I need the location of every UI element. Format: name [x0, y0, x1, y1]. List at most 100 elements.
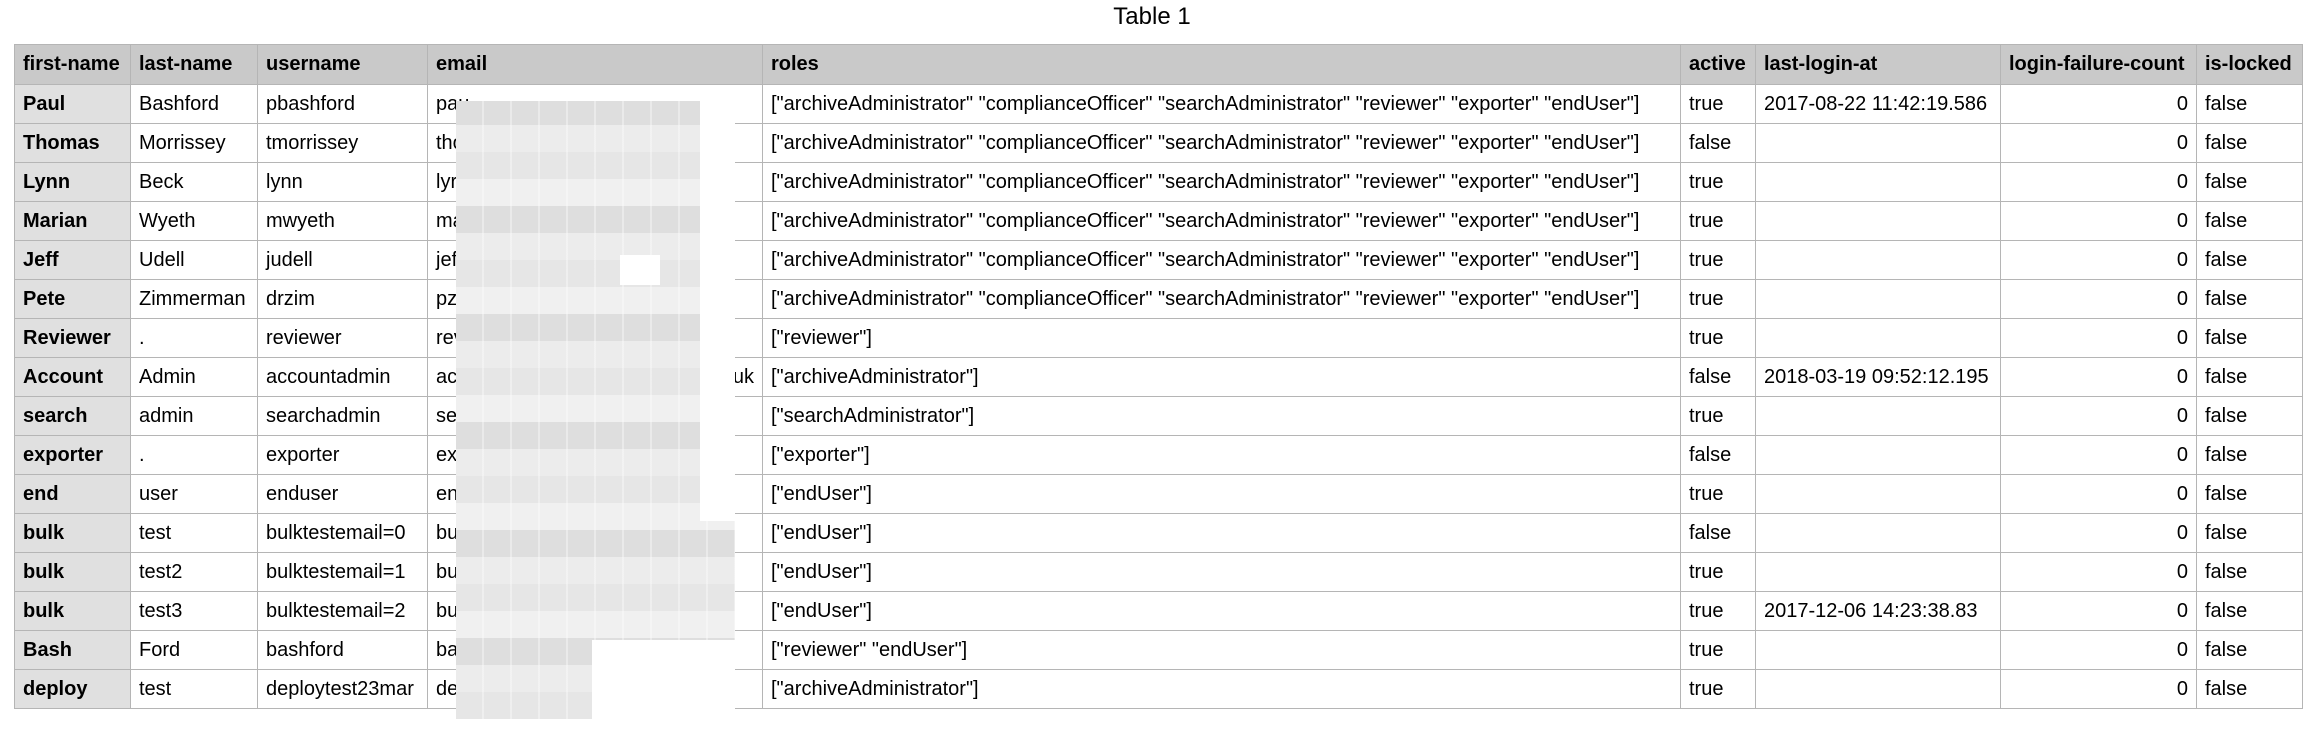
login-failure-count-cell[interactable]: 0	[2000, 123, 2197, 163]
is-locked-cell[interactable]: false	[2196, 84, 2303, 124]
username-cell[interactable]: exporter	[257, 435, 428, 475]
login-failure-count-cell[interactable]: 0	[2000, 396, 2197, 436]
last-login-cell[interactable]	[1755, 123, 2001, 163]
last-name-cell[interactable]: Morrissey	[130, 123, 258, 163]
last-login-cell[interactable]	[1755, 396, 2001, 436]
active-cell[interactable]: false	[1680, 513, 1756, 553]
login-failure-count-cell[interactable]: 0	[2000, 435, 2197, 475]
roles-cell[interactable]: ["archiveAdministrator" "complianceOffic…	[762, 279, 1681, 319]
last-name-cell[interactable]: test2	[130, 552, 258, 592]
username-cell[interactable]: lynn	[257, 162, 428, 202]
roles-cell[interactable]: ["endUser"]	[762, 474, 1681, 514]
active-cell[interactable]: true	[1680, 474, 1756, 514]
active-cell[interactable]: true	[1680, 240, 1756, 280]
last-login-cell[interactable]	[1755, 474, 2001, 514]
username-cell[interactable]: drzim	[257, 279, 428, 319]
is-locked-cell[interactable]: false	[2196, 279, 2303, 319]
first-name-cell[interactable]: deploy	[14, 669, 131, 709]
roles-cell[interactable]: ["reviewer"]	[762, 318, 1681, 358]
login-failure-count-cell[interactable]: 0	[2000, 552, 2197, 592]
first-name-cell[interactable]: Reviewer	[14, 318, 131, 358]
login-failure-count-cell[interactable]: 0	[2000, 162, 2197, 202]
last-name-cell[interactable]: user	[130, 474, 258, 514]
is-locked-cell[interactable]: false	[2196, 123, 2303, 163]
active-cell[interactable]: true	[1680, 552, 1756, 592]
column-header[interactable]: active	[1680, 44, 1756, 85]
last-name-cell[interactable]: test	[130, 669, 258, 709]
first-name-cell[interactable]: bulk	[14, 513, 131, 553]
column-header[interactable]: first-name	[14, 44, 131, 85]
is-locked-cell[interactable]: false	[2196, 318, 2303, 358]
roles-cell[interactable]: ["searchAdministrator"]	[762, 396, 1681, 436]
roles-cell[interactable]: ["archiveAdministrator"]	[762, 669, 1681, 709]
last-name-cell[interactable]: Admin	[130, 357, 258, 397]
is-locked-cell[interactable]: false	[2196, 201, 2303, 241]
active-cell[interactable]: true	[1680, 669, 1756, 709]
roles-cell[interactable]: ["archiveAdministrator" "complianceOffic…	[762, 201, 1681, 241]
username-cell[interactable]: enduser	[257, 474, 428, 514]
last-name-cell[interactable]: .	[130, 318, 258, 358]
is-locked-cell[interactable]: false	[2196, 357, 2303, 397]
last-login-cell[interactable]	[1755, 435, 2001, 475]
roles-cell[interactable]: ["archiveAdministrator" "complianceOffic…	[762, 123, 1681, 163]
username-cell[interactable]: reviewer	[257, 318, 428, 358]
last-name-cell[interactable]: Beck	[130, 162, 258, 202]
login-failure-count-cell[interactable]: 0	[2000, 669, 2197, 709]
roles-cell[interactable]: ["archiveAdministrator"]	[762, 357, 1681, 397]
active-cell[interactable]: false	[1680, 435, 1756, 475]
username-cell[interactable]: bashford	[257, 630, 428, 670]
username-cell[interactable]: accountadmin	[257, 357, 428, 397]
login-failure-count-cell[interactable]: 0	[2000, 513, 2197, 553]
last-login-cell[interactable]	[1755, 201, 2001, 241]
active-cell[interactable]: true	[1680, 279, 1756, 319]
last-name-cell[interactable]: admin	[130, 396, 258, 436]
first-name-cell[interactable]: exporter	[14, 435, 131, 475]
last-login-cell[interactable]	[1755, 669, 2001, 709]
last-name-cell[interactable]: Ford	[130, 630, 258, 670]
username-cell[interactable]: bulktestemail=2	[257, 591, 428, 631]
last-name-cell[interactable]: Udell	[130, 240, 258, 280]
column-header[interactable]: last-login-at	[1755, 44, 2001, 85]
username-cell[interactable]: bulktestemail=1	[257, 552, 428, 592]
login-failure-count-cell[interactable]: 0	[2000, 630, 2197, 670]
login-failure-count-cell[interactable]: 0	[2000, 357, 2197, 397]
first-name-cell[interactable]: Bash	[14, 630, 131, 670]
first-name-cell[interactable]: search	[14, 396, 131, 436]
login-failure-count-cell[interactable]: 0	[2000, 318, 2197, 358]
last-login-cell[interactable]	[1755, 318, 2001, 358]
last-name-cell[interactable]: Bashford	[130, 84, 258, 124]
first-name-cell[interactable]: bulk	[14, 552, 131, 592]
login-failure-count-cell[interactable]: 0	[2000, 279, 2197, 319]
username-cell[interactable]: mwyeth	[257, 201, 428, 241]
first-name-cell[interactable]: Paul	[14, 84, 131, 124]
last-login-cell[interactable]	[1755, 630, 2001, 670]
username-cell[interactable]: deploytest23mar	[257, 669, 428, 709]
column-header[interactable]: email	[427, 44, 763, 85]
is-locked-cell[interactable]: false	[2196, 162, 2303, 202]
last-login-cell[interactable]	[1755, 162, 2001, 202]
is-locked-cell[interactable]: false	[2196, 396, 2303, 436]
is-locked-cell[interactable]: false	[2196, 591, 2303, 631]
first-name-cell[interactable]: Account	[14, 357, 131, 397]
roles-cell[interactable]: ["endUser"]	[762, 591, 1681, 631]
login-failure-count-cell[interactable]: 0	[2000, 240, 2197, 280]
username-cell[interactable]: searchadmin	[257, 396, 428, 436]
active-cell[interactable]: true	[1680, 162, 1756, 202]
login-failure-count-cell[interactable]: 0	[2000, 591, 2197, 631]
column-header[interactable]: is-locked	[2196, 44, 2303, 85]
is-locked-cell[interactable]: false	[2196, 669, 2303, 709]
first-name-cell[interactable]: Thomas	[14, 123, 131, 163]
